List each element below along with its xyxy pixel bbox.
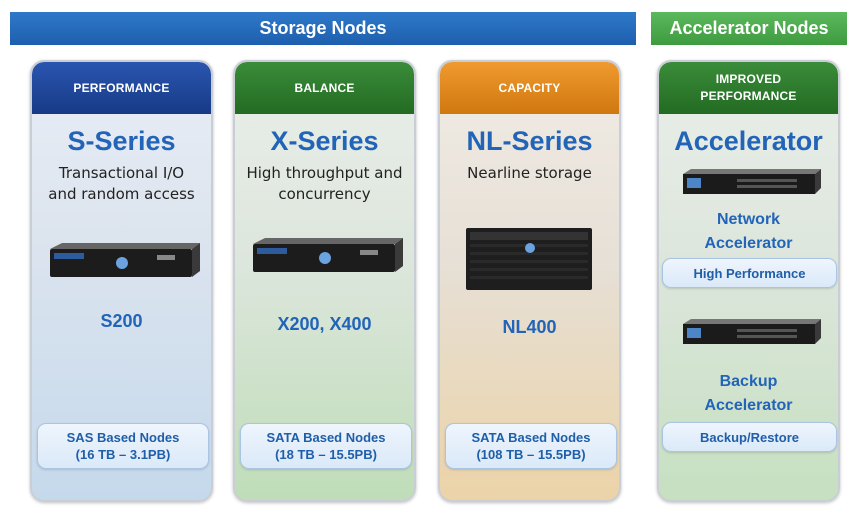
node-type-label: SATA Based Nodes xyxy=(471,430,591,445)
pill-label: High Performance xyxy=(693,265,806,281)
card-header-balance: BALANCE xyxy=(235,62,414,114)
node-type-pill: SATA Based Nodes (18 TB – 15.5PB) xyxy=(240,423,412,469)
series-title: S-Series xyxy=(67,126,176,156)
storage-node-image xyxy=(253,238,403,272)
accelerator-nodes-banner: Accelerator Nodes xyxy=(651,12,847,45)
backup-accelerator-image xyxy=(683,319,821,344)
node-type-pill: SAS Based Nodes (16 TB – 3.1PB) xyxy=(37,423,209,469)
series-title: Accelerator xyxy=(674,126,823,156)
network-accelerator-label: Network Accelerator xyxy=(704,211,793,252)
storage-nodes-banner: Storage Nodes xyxy=(10,12,636,45)
model-name: S200 xyxy=(100,311,143,331)
series-title: NL-Series xyxy=(466,126,593,156)
storage-node-image xyxy=(50,243,200,277)
backup-accelerator-label: Backup Accelerator xyxy=(704,373,793,414)
node-type-pill: SATA Based Nodes (108 TB – 15.5PB) xyxy=(445,423,617,469)
model-name: NL400 xyxy=(502,317,557,337)
node-type-label: SAS Based Nodes xyxy=(66,430,180,445)
card-header-capacity: CAPACITY xyxy=(440,62,619,114)
s-series-card[interactable]: PERFORMANCE S-Series Transactional I/O a… xyxy=(30,60,213,502)
pill-label: Backup/Restore xyxy=(700,429,799,445)
series-description: High throughput and concurrency xyxy=(246,164,403,203)
network-accelerator-image xyxy=(683,169,821,194)
storage-node-image xyxy=(466,228,592,290)
capacity-range: (16 TB – 3.1PB) xyxy=(75,447,171,462)
series-title: X-Series xyxy=(270,126,379,156)
series-description: Nearline storage xyxy=(467,164,592,182)
backup-restore-pill: Backup/Restore xyxy=(662,422,837,452)
high-performance-pill: High Performance xyxy=(662,258,837,288)
nl-series-card[interactable]: CAPACITY NL-Series Nearline storage NL40… xyxy=(438,60,621,502)
series-description: Transactional I/O and random access xyxy=(48,164,195,203)
accelerator-card[interactable]: IMPROVED PERFORMANCE Accelerator Network… xyxy=(657,60,840,502)
capacity-range: (108 TB – 15.5PB) xyxy=(476,447,586,462)
model-name: X200, X400 xyxy=(277,314,372,334)
node-type-label: SATA Based Nodes xyxy=(266,430,386,445)
capacity-range: (18 TB – 15.5PB) xyxy=(275,447,377,462)
card-header-performance: PERFORMANCE xyxy=(32,62,211,114)
card-header-improved-performance: IMPROVED PERFORMANCE xyxy=(659,62,838,114)
x-series-card[interactable]: BALANCE X-Series High throughput and con… xyxy=(233,60,416,502)
